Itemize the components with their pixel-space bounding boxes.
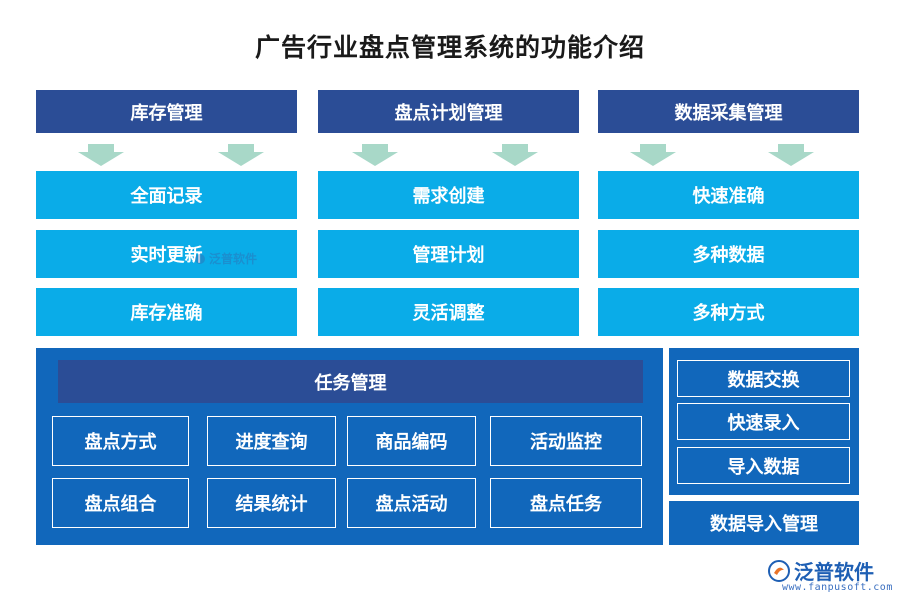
down-arrow-icon — [352, 144, 398, 166]
data-import-panel-title: 数据导入管理 — [669, 501, 859, 545]
brand-url: www.fanpusoft.com — [782, 582, 893, 593]
column-header-plan: 盘点计划管理 — [318, 90, 579, 133]
task-panel-header: 任务管理 — [58, 360, 643, 403]
down-arrow-icon — [768, 144, 814, 166]
import-item: 导入数据 — [677, 447, 850, 484]
task-item: 盘点任务 — [490, 478, 642, 528]
column-header-inventory: 库存管理 — [36, 90, 297, 133]
task-item: 盘点组合 — [52, 478, 189, 528]
feature-box: 灵活调整 — [318, 288, 579, 336]
brand-logo: 泛普软件 — [768, 556, 874, 585]
feature-box: 全面记录 — [36, 171, 297, 219]
logo-mark-icon — [195, 253, 205, 264]
watermark: 泛普软件 — [194, 250, 257, 267]
task-item: 商品编码 — [347, 416, 476, 466]
feature-box: 实时更新 — [36, 230, 297, 278]
page-title: 广告行业盘点管理系统的功能介绍 — [254, 33, 645, 62]
task-item: 结果统计 — [207, 478, 336, 528]
feature-box: 库存准确 — [36, 288, 297, 336]
down-arrow-icon — [492, 144, 538, 166]
down-arrow-icon — [630, 144, 676, 166]
task-item: 盘点方式 — [52, 416, 189, 466]
feature-box: 快速准确 — [598, 171, 859, 219]
task-item: 盘点活动 — [347, 478, 476, 528]
brand-mark-icon — [768, 559, 790, 582]
feature-box: 多种数据 — [598, 230, 859, 278]
data-import-panel — [669, 348, 859, 495]
feature-box: 需求创建 — [318, 171, 579, 219]
feature-box: 管理计划 — [318, 230, 579, 278]
task-item: 进度查询 — [207, 416, 336, 466]
down-arrow-icon — [218, 144, 264, 166]
task-item: 活动监控 — [490, 416, 642, 466]
down-arrow-icon — [78, 144, 124, 166]
import-item: 快速录入 — [677, 403, 850, 440]
column-header-data-collection: 数据采集管理 — [598, 90, 859, 133]
watermark-text: 泛普软件 — [209, 252, 258, 266]
feature-box: 多种方式 — [598, 288, 859, 336]
brand-name: 泛普软件 — [794, 560, 874, 584]
import-item: 数据交换 — [677, 360, 850, 397]
